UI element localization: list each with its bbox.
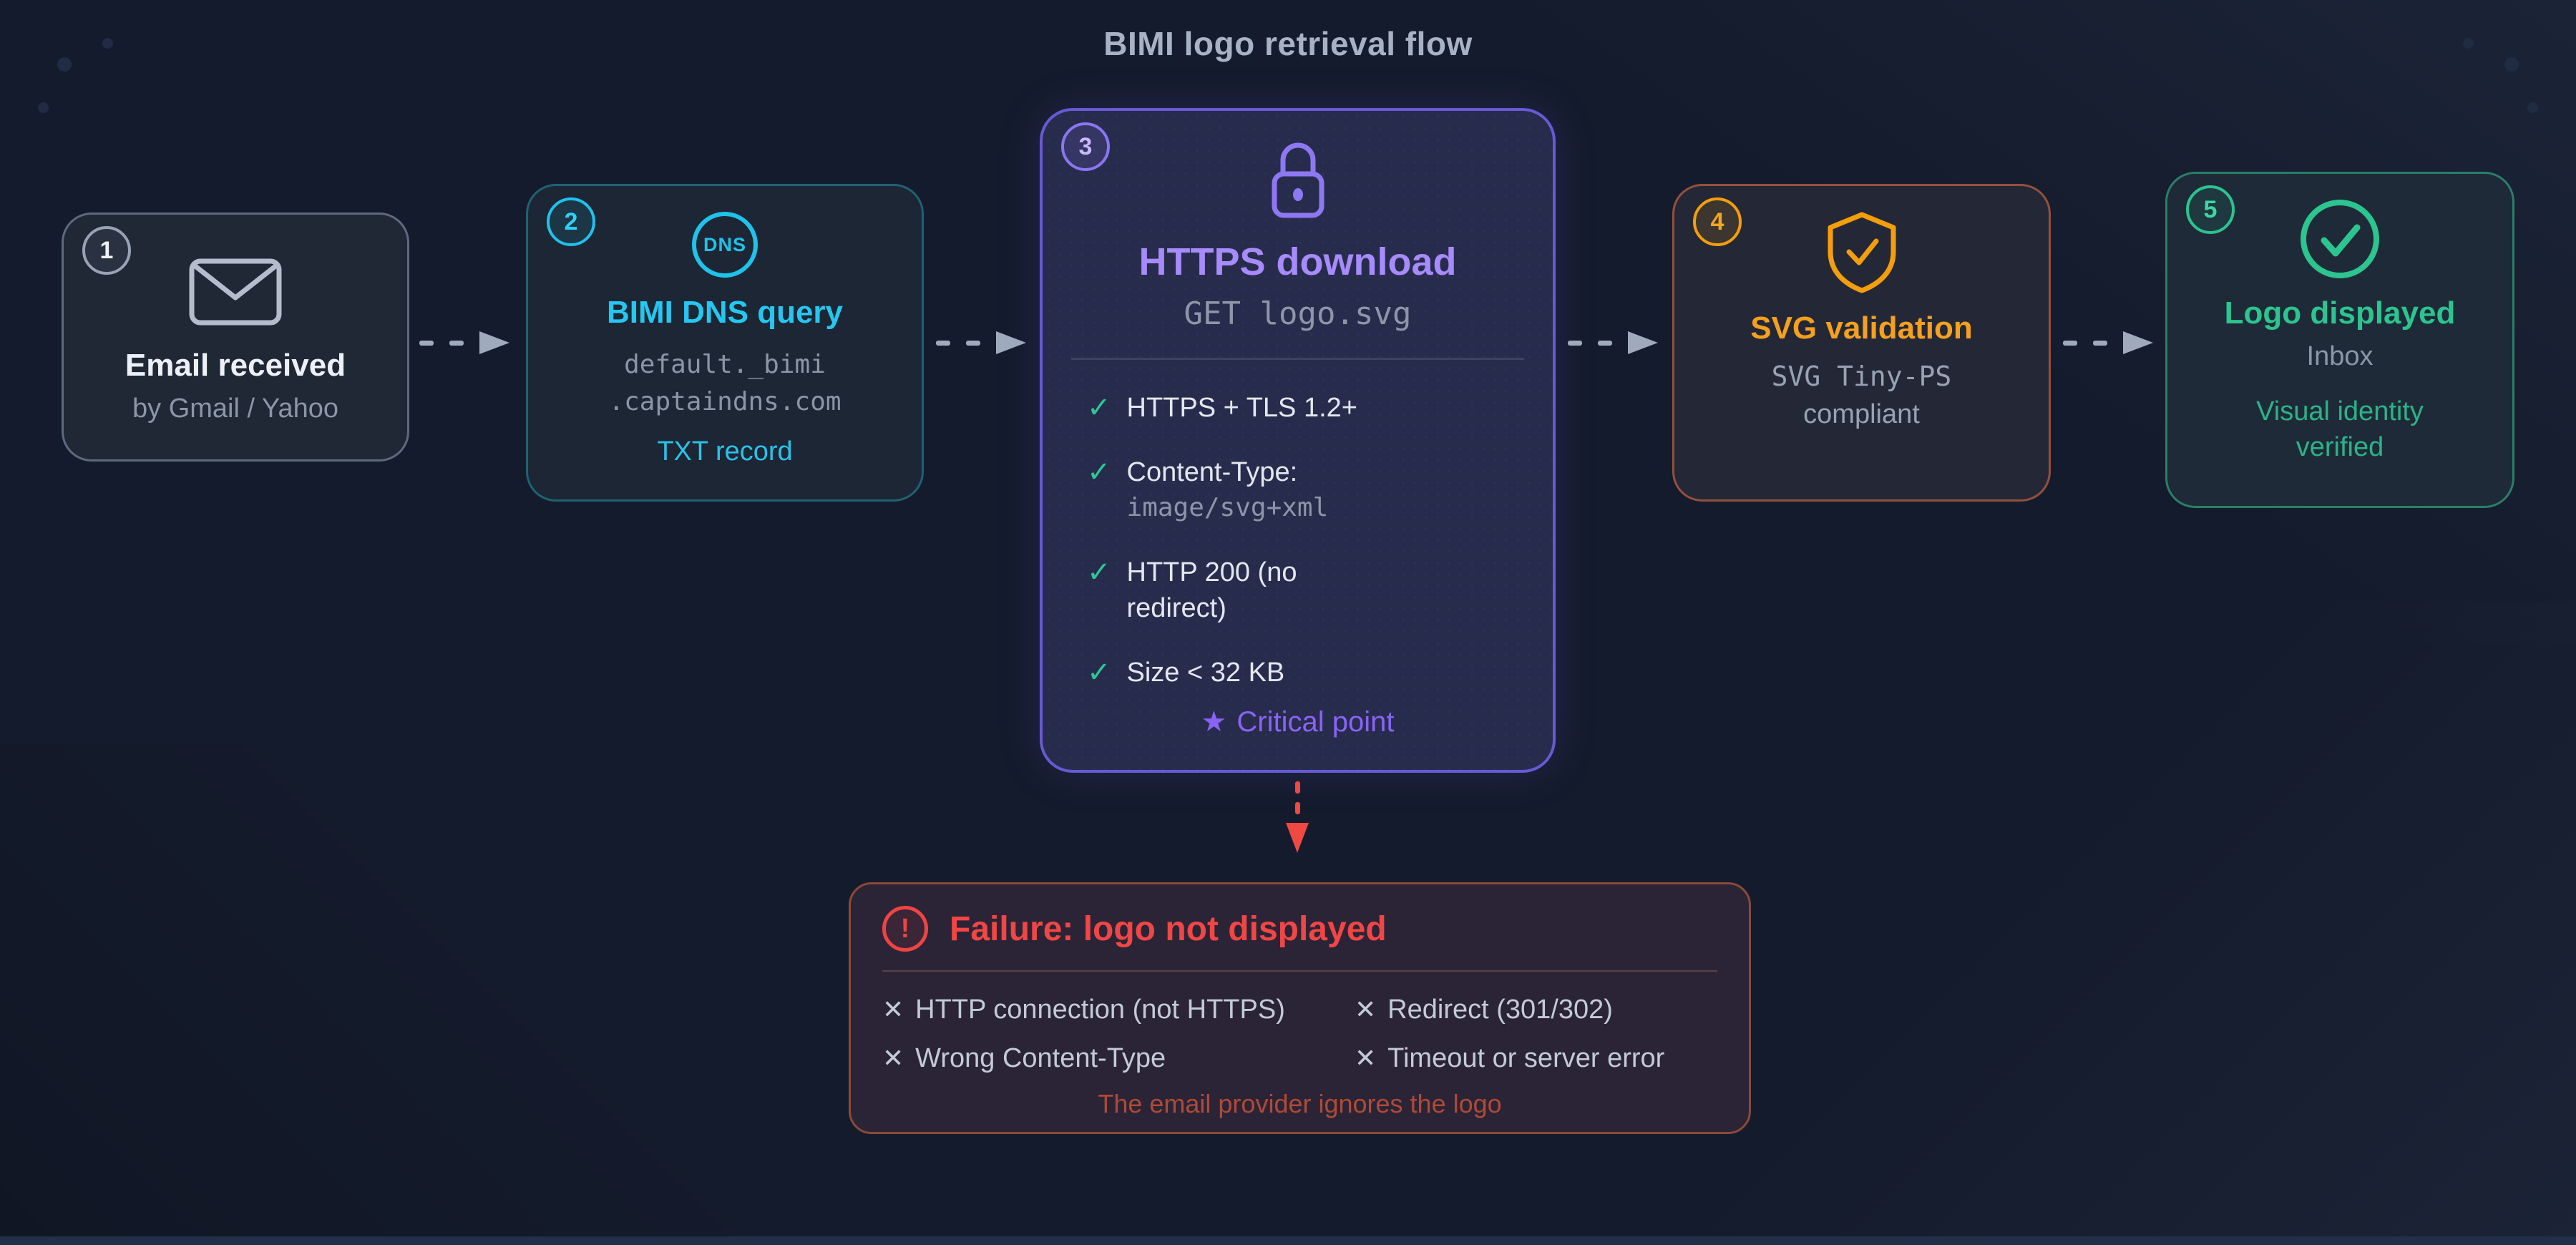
- failure-item: ✕ HTTP connection (not HTTPS): [882, 992, 1355, 1027]
- dns-record-line: .captaindns.com: [608, 387, 841, 416]
- cross-icon: ✕: [1355, 1043, 1377, 1073]
- failure-item-text: Timeout or server error: [1387, 1043, 1665, 1073]
- background-dot: [57, 57, 72, 72]
- inbox-label: Inbox: [2306, 341, 2373, 371]
- arrow-dash: [1598, 340, 1612, 346]
- verified-label: Visual identity verified: [2256, 396, 2424, 462]
- star-icon: ★: [1201, 706, 1227, 738]
- background-dot: [38, 102, 49, 113]
- page-title: BIMI logo retrieval flow: [1103, 25, 1473, 62]
- flow-arrow: [1568, 331, 1658, 354]
- flow-arrow: [2063, 331, 2153, 354]
- step-number-badge: 1: [82, 226, 131, 275]
- critical-point-label: Critical point: [1236, 706, 1395, 738]
- failure-arrow: [1286, 781, 1309, 853]
- check-row: ✓ Content-Type: image/svg+xml: [1087, 454, 1553, 526]
- step-number-badge: 4: [1693, 197, 1742, 246]
- flow-arrow: [936, 331, 1026, 354]
- arrow-head-icon: [1286, 823, 1309, 853]
- content-type-code: image/svg+xml: [1126, 493, 1329, 522]
- divider: [1071, 358, 1524, 360]
- get-request-label: GET logo.svg: [1184, 296, 1412, 332]
- arrow-dash: [449, 340, 464, 346]
- check-row: ✓ HTTP 200 (no redirect): [1087, 555, 1553, 626]
- lock-icon: [1043, 140, 1553, 221]
- check-icon: ✓: [1087, 557, 1111, 588]
- step-title: BIMI DNS query: [606, 295, 844, 330]
- step-number-badge: 3: [1061, 122, 1110, 171]
- dns-record-name: default._bimi .captaindns.com: [528, 346, 922, 421]
- failure-item-text: Redirect (301/302): [1387, 995, 1613, 1025]
- failure-card: ! Failure: logo not displayed ✕ HTTP con…: [849, 882, 1751, 1134]
- arrow-dash: [936, 340, 950, 346]
- check-icon: ✓: [1087, 392, 1111, 424]
- svg-profile-label: SVG Tiny-PS: [1771, 361, 1952, 392]
- check-icon: ✓: [1087, 657, 1111, 688]
- envelope-icon: [64, 258, 407, 326]
- arrow-head-icon: [1628, 331, 1658, 354]
- background-dot: [2463, 38, 2474, 49]
- check-text: HTTP 200 (no redirect): [1126, 557, 1297, 623]
- check-text: Size < 32 KB: [1126, 658, 1285, 688]
- flow-arrow: [419, 331, 509, 354]
- txt-record-label: TXT record: [657, 436, 793, 467]
- failure-item-text: HTTP connection (not HTTPS): [915, 995, 1285, 1025]
- dns-record-line: default._bimi: [624, 350, 826, 379]
- background-wedge: [0, 744, 1002, 1245]
- step-card-dns-query: 2 DNS BIMI DNS query default._bimi .capt…: [526, 184, 924, 502]
- check-row: ✓ Size < 32 KB: [1087, 655, 1553, 690]
- step-title: SVG validation: [1750, 311, 1973, 346]
- step-title: Logo displayed: [2224, 296, 2456, 331]
- step-number-badge: 2: [547, 197, 595, 246]
- divider: [882, 970, 1717, 972]
- step-card-svg-validation: 4 SVG validation SVG Tiny-PS compliant: [1672, 184, 2051, 502]
- check-row: ✓ HTTPS + TLS 1.2+: [1087, 390, 1553, 426]
- step-card-email-received: 1 Email received by Gmail / Yahoo: [62, 213, 409, 462]
- dns-icon: DNS: [692, 212, 758, 278]
- arrow-dash: [966, 340, 980, 346]
- critical-point: ★ Critical point: [1043, 706, 1553, 738]
- download-checklist: ✓ HTTPS + TLS 1.2+ ✓ Content-Type: image…: [1087, 390, 1553, 690]
- check-text-label: Content-Type:: [1126, 457, 1298, 487]
- step-card-logo-displayed: 5 Logo displayed Inbox Visual identity v…: [2165, 172, 2514, 508]
- check-text: HTTPS + TLS 1.2+: [1126, 393, 1357, 423]
- arrow-head-icon: [2123, 331, 2153, 354]
- dns-icon-label: DNS: [703, 233, 746, 255]
- arrow-dash: [2063, 340, 2077, 346]
- failure-item: ✕ Timeout or server error: [1355, 1040, 1717, 1076]
- bottom-strip: [0, 1236, 2576, 1245]
- arrow-head-icon: [479, 331, 509, 354]
- failure-note: The email provider ignores the logo: [1098, 1089, 1502, 1118]
- failure-reasons: ✕ HTTP connection (not HTTPS) ✕ Redirect…: [882, 992, 1717, 1076]
- alert-icon: !: [882, 906, 928, 952]
- failure-item-text: Wrong Content-Type: [915, 1043, 1166, 1073]
- compliant-label: compliant: [1803, 399, 1920, 429]
- cross-icon: ✕: [1355, 995, 1377, 1024]
- check-icon: ✓: [1087, 456, 1111, 488]
- background-dot: [2504, 57, 2519, 72]
- failure-item: ✕ Wrong Content-Type: [882, 1040, 1355, 1076]
- arrow-dash: [2093, 340, 2107, 346]
- background-dot: [2527, 102, 2538, 113]
- step-title: Email received: [125, 348, 346, 383]
- background-dot: [102, 38, 113, 49]
- check-text: Content-Type: image/svg+xml: [1127, 454, 1329, 526]
- step-subtitle: by Gmail / Yahoo: [132, 394, 338, 424]
- failure-title: Failure: logo not displayed: [950, 909, 1387, 948]
- cross-icon: ✕: [882, 1043, 904, 1073]
- step-card-https-download: 3 HTTPS download GET logo.svg ✓ HTTPS + …: [1040, 108, 1556, 773]
- failure-header: ! Failure: logo not displayed: [851, 884, 1749, 952]
- arrow-dash: [419, 340, 434, 346]
- shield-check-icon: [1674, 210, 2049, 295]
- arrow-dash: [1294, 781, 1300, 794]
- arrow-dash: [1294, 802, 1300, 814]
- circle-check-icon: [2167, 198, 2512, 280]
- step-title: HTTPS download: [1138, 240, 1457, 283]
- step-number-badge: 5: [2186, 185, 2235, 234]
- arrow-dash: [1568, 340, 1582, 346]
- cross-icon: ✕: [882, 995, 904, 1024]
- alert-glyph: !: [900, 913, 910, 944]
- arrow-head-icon: [996, 331, 1026, 354]
- failure-item: ✕ Redirect (301/302): [1355, 992, 1717, 1027]
